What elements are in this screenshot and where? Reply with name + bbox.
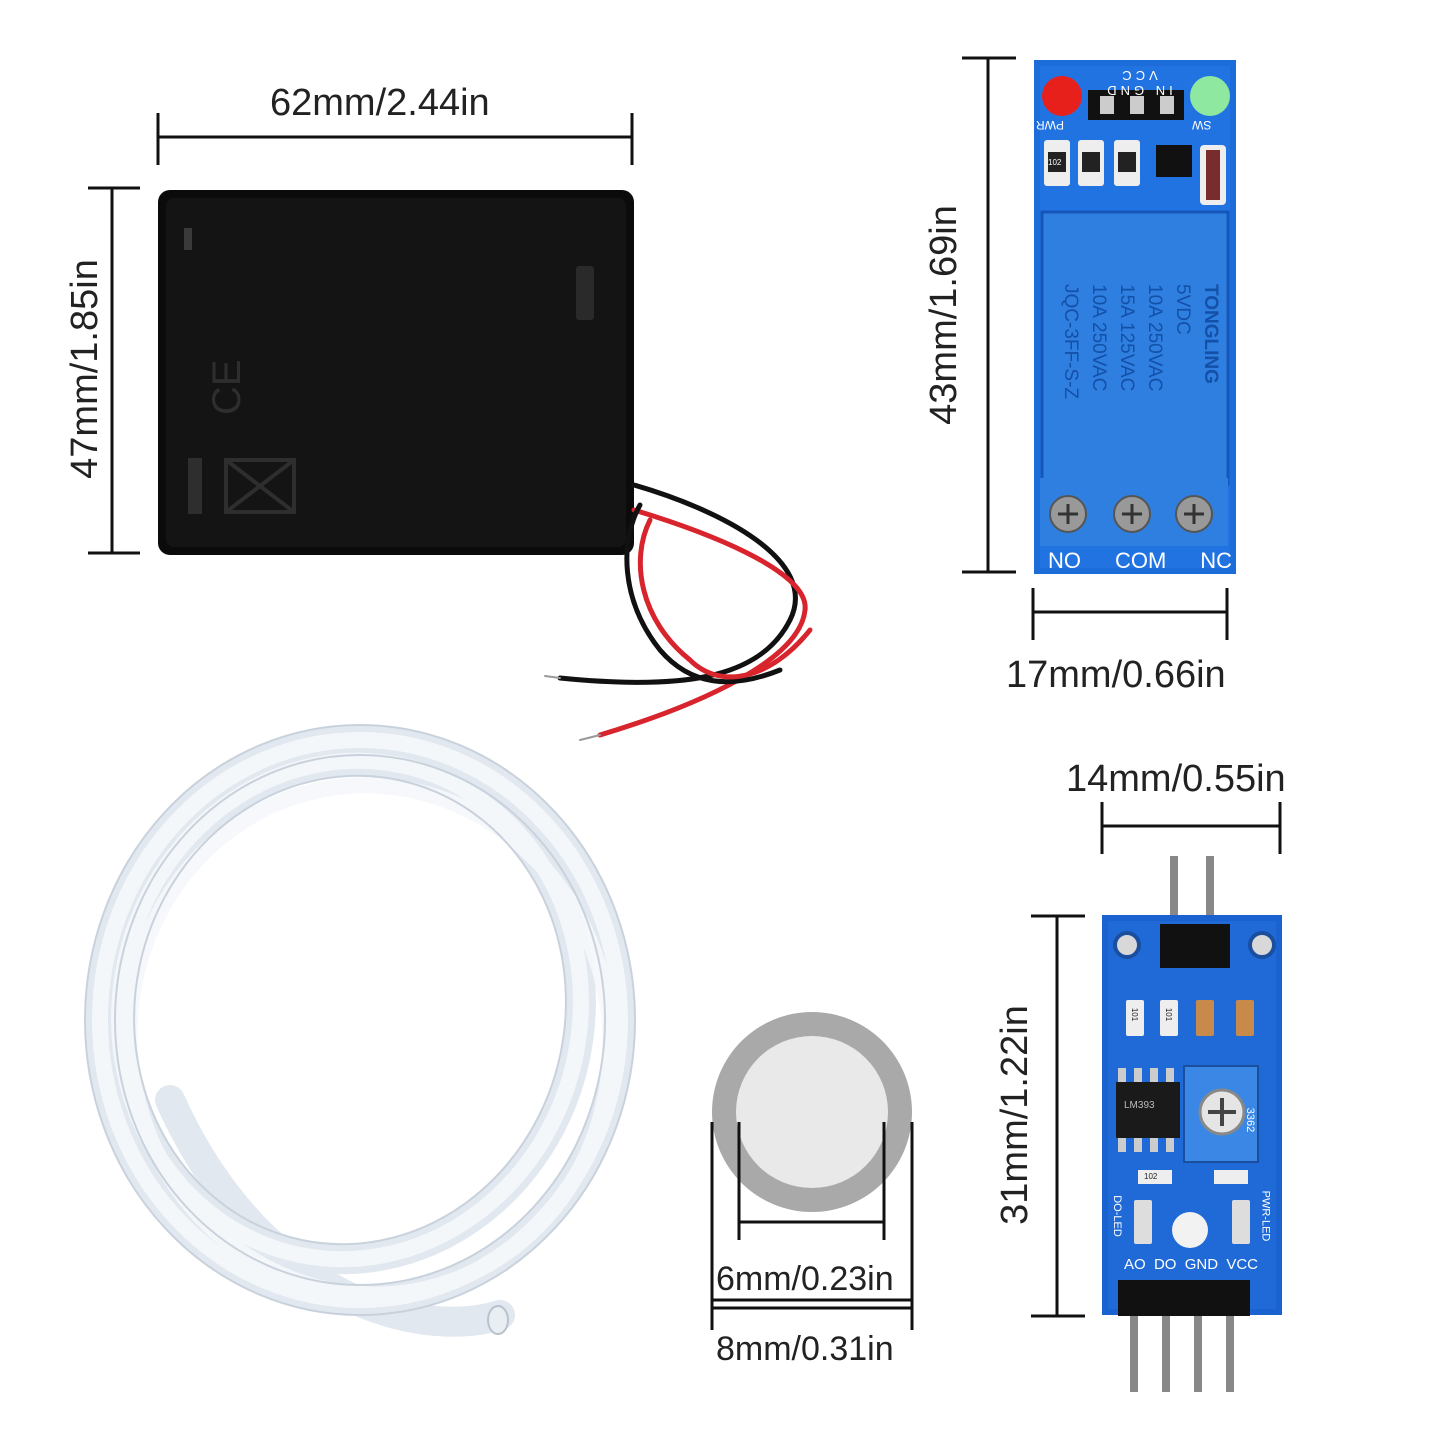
tube-dimension-lines	[710, 1122, 914, 1330]
terminal-label-nc: NC	[1200, 548, 1232, 573]
sensor-width-label: 14mm/0.55in	[1066, 758, 1286, 800]
sensor-do-led-label: DO-LED	[1110, 1195, 1123, 1237]
sensor-chip-label: LM393	[1124, 1100, 1155, 1111]
sensor-pin-label-vcc: VCC	[1226, 1256, 1258, 1273]
relay-brand: TONGLING	[1200, 284, 1221, 384]
sensor-pin-label-gnd: GND	[1184, 1256, 1219, 1273]
relay-line-1: 5VDC	[1172, 284, 1193, 335]
relay-line-5: JQC-3FF-S-Z	[1060, 284, 1081, 400]
sensor-pin-label-ao: AO	[1124, 1256, 1146, 1273]
relay-body	[1040, 210, 1230, 486]
sensor-module	[1102, 856, 1282, 1392]
svg-text:CE: CE	[205, 359, 249, 415]
sensor-resistor-code-1: 101	[1130, 1007, 1140, 1022]
relay-width-label: 17mm/0.66in	[1006, 654, 1226, 696]
relay-line-3: 15A 125VAC	[1116, 284, 1137, 392]
relay-header-label-in: IN	[1151, 83, 1173, 98]
sensor-resistor-code-3: 102	[1144, 1172, 1158, 1181]
relay-pwr-label: PWR	[1036, 118, 1064, 132]
sensor-pin-label-do: DO	[1153, 1256, 1177, 1273]
relay-module	[1034, 60, 1236, 574]
relay-sw-label: SW	[1192, 118, 1212, 132]
battery-height-label: 47mm/1.85in	[64, 259, 106, 479]
battery-box: CE	[158, 190, 634, 555]
comparator-chip	[1116, 1082, 1180, 1138]
sensor-pin-labels: AO DO GND VCC	[1124, 1256, 1258, 1273]
sensor-resistor-code-2: 101	[1164, 1007, 1174, 1022]
relay-header-label-gnd: GND	[1103, 83, 1145, 98]
sw-led	[1190, 76, 1230, 116]
sensor-pin-header	[1118, 1280, 1250, 1316]
relay-header-label-vcc: VCC	[1118, 68, 1158, 83]
relay-resistor-code: 102	[1048, 158, 1062, 167]
tube-cross-section	[712, 1012, 912, 1212]
sensor-height-label: 31mm/1.22in	[994, 1005, 1036, 1225]
battery-box-dimension-lines	[88, 113, 634, 555]
terminal-label-com: COM	[1114, 548, 1167, 573]
sensor-probe-header	[1160, 924, 1230, 968]
pwr-led	[1042, 76, 1082, 116]
relay-terminal-labels: NO COM NC	[1048, 548, 1232, 574]
relay-line-2: 10A 250VAC	[1144, 284, 1165, 392]
relay-body-lettering: TONGLING 5VDC 10A 250VAC 15A 125VAC 10A …	[1056, 284, 1224, 544]
battery-wires	[544, 482, 813, 741]
sensor-pwr-led-label: PWR-LED	[1259, 1190, 1272, 1242]
terminal-label-no: NO	[1048, 548, 1081, 573]
relay-header-labels: IN GND VCC	[1090, 68, 1186, 98]
battery-width-label: 62mm/2.44in	[270, 82, 490, 124]
do-led	[1134, 1200, 1152, 1244]
relay-height-label: 43mm/1.69in	[923, 205, 965, 425]
tube-outer-diameter-label: 8mm/0.31in	[716, 1330, 894, 1368]
pwr-led	[1232, 1200, 1250, 1244]
sensor-pot-label: 3362	[1244, 1107, 1257, 1133]
silicone-tube-coil	[84, 724, 636, 1337]
relay-dimension-lines	[962, 56, 1229, 640]
sensor-dimension-lines	[1031, 802, 1282, 1318]
relay-line-4: 10A 250VAC	[1088, 284, 1109, 392]
tube-inner-diameter-label: 6mm/0.23in	[716, 1260, 894, 1298]
